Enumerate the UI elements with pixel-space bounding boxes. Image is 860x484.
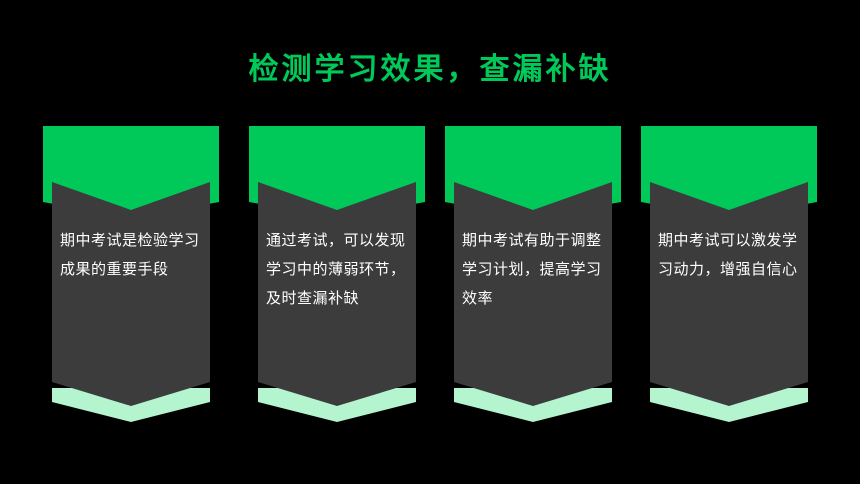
card-1: 期中考试是检验学习成果的重要手段 — [43, 126, 219, 422]
card-3: 期中考试有助于调整学习计划，提高学习效率 — [445, 126, 621, 422]
card-4-text: 期中考试可以激发学习动力，增强自信心 — [658, 231, 798, 278]
card-3-shape — [445, 126, 621, 422]
card-2: 通过考试，可以发现学习中的薄弱环节，及时查漏补缺 — [249, 126, 425, 422]
card-3-text: 期中考试有助于调整学习计划，提高学习效率 — [462, 231, 602, 307]
slide-title: 检测学习效果，查漏补缺 — [248, 52, 612, 87]
card-1-shape — [43, 126, 219, 422]
card-1-text: 期中考试是检验学习成果的重要手段 — [60, 231, 200, 278]
card-4: 期中考试可以激发学习动力，增强自信心 — [641, 126, 817, 422]
card-4-shape — [641, 126, 817, 422]
card-2-shape — [249, 126, 425, 422]
card-2-text: 通过考试，可以发现学习中的薄弱环节，及时查漏补缺 — [266, 231, 406, 307]
